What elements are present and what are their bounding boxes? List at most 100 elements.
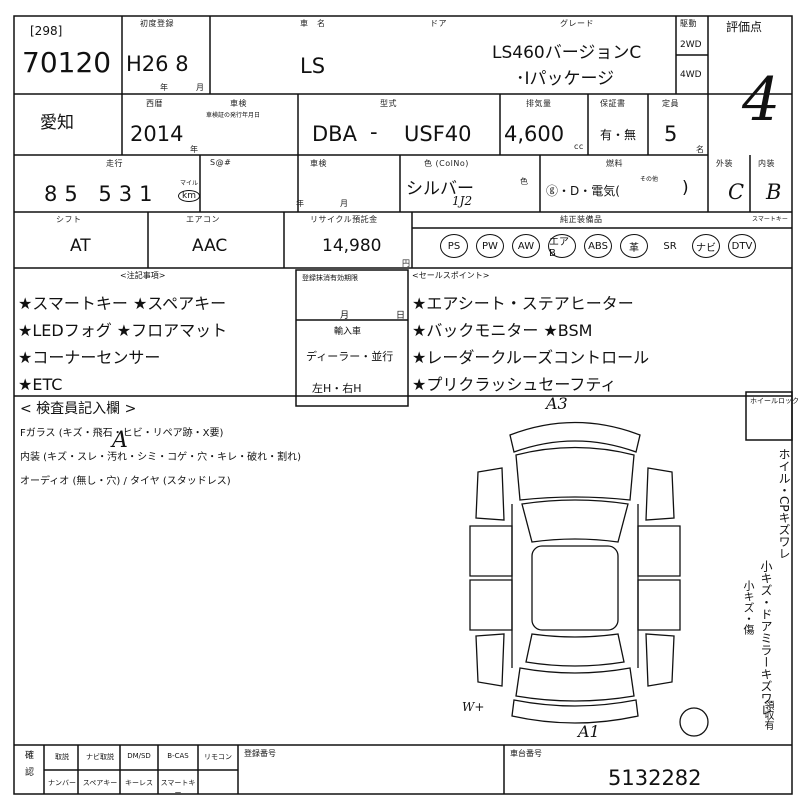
front-bumper-panel[interactable] <box>510 423 640 453</box>
diagram-mark-rear: A1 <box>578 722 600 741</box>
footer-item[interactable]: 取説 <box>55 753 69 761</box>
color-number: 1J2 <box>452 194 473 208</box>
right-note-2: 小キズ・ドアミラーキズワレ <box>759 560 773 716</box>
registration-expiry-label: 登録抹消有効期限 <box>302 274 358 282</box>
options-label: 純正装備品 <box>560 215 603 224</box>
sp-label: S@# <box>210 158 232 167</box>
front-left-door[interactable] <box>470 526 512 576</box>
lot-number: 70120 <box>22 46 112 79</box>
wheel-lock-label: ホイールロック <box>750 397 799 405</box>
car-condition-diagram <box>440 400 710 745</box>
hood-panel[interactable] <box>516 448 634 501</box>
front-left-fender[interactable] <box>476 468 504 520</box>
smartkey-label: スマートキー <box>752 216 788 223</box>
rear-window-panel[interactable] <box>526 634 624 666</box>
ac: AAC <box>192 236 228 256</box>
handle-value: 左H・右H <box>312 382 362 395</box>
front-right-door[interactable] <box>638 526 680 576</box>
shaken-note: 車検証の発行年月日 <box>206 112 261 119</box>
option-7: ナビ <box>692 234 720 258</box>
rear-right-quarter[interactable] <box>646 634 674 686</box>
capacity-label: 定員 <box>662 99 679 108</box>
trunk-panel[interactable] <box>516 668 634 701</box>
option-0: PS <box>440 234 468 258</box>
right-note-1: ホイル・CPキズワレ <box>777 448 791 560</box>
katashiki-label: 型式 <box>380 99 397 108</box>
chassis-number: 5132282 <box>608 766 702 790</box>
color-label: 色 (ColNo) <box>424 159 469 168</box>
expiry-day-unit: 日 <box>396 311 406 321</box>
caution-item: ★スマートキー ★スペアキー <box>18 294 227 313</box>
grade-line-2: ･Iパッケージ <box>516 69 615 89</box>
footer-item[interactable]: スマートキー <box>160 779 196 797</box>
windshield-panel[interactable] <box>522 500 628 542</box>
fuel-close: ) <box>682 178 689 198</box>
option-5: 革 <box>620 234 648 258</box>
option-6: SR <box>663 240 677 252</box>
inspector-title: < 検査員記入欄 > <box>20 401 137 417</box>
footer-item[interactable]: ナビ取説 <box>86 753 114 761</box>
registration-year: 2014 <box>130 122 184 146</box>
region: 愛知 <box>40 113 74 133</box>
footer-item[interactable]: ナンバー <box>48 779 76 787</box>
model-dash: - <box>370 120 378 144</box>
drive-2wd: 2WD <box>680 40 702 50</box>
footer-item[interactable]: DM/SD <box>127 752 151 760</box>
footer-item[interactable]: リモコン <box>204 753 232 761</box>
score-value: 4 <box>742 65 781 135</box>
roof-panel[interactable] <box>532 546 618 630</box>
spare-tire[interactable] <box>680 708 708 736</box>
option-2: AW <box>512 234 540 258</box>
recycle-label: リサイクル預託金 <box>310 215 378 224</box>
option-4: ABS <box>584 234 612 258</box>
shift-label: シフト <box>56 215 82 224</box>
recycle-fee: 14,980 <box>322 236 382 256</box>
capacity: 5 <box>664 122 678 146</box>
ac-label: エアコン <box>186 215 220 224</box>
model-prefix: DBA <box>312 122 357 146</box>
footer-item[interactable]: スペアキー <box>82 779 118 787</box>
shaken-label: 車検 <box>230 99 247 108</box>
drive-label: 駆動 <box>680 19 697 28</box>
sales-item: ★エアシート・ステアヒーター <box>412 294 634 313</box>
rear-left-quarter[interactable] <box>476 634 504 686</box>
first-reg-label: 初度登録 <box>140 19 174 28</box>
rear-right-door[interactable] <box>638 580 680 630</box>
sales-list: ★エアシート・ステアヒーター ★バックモニター ★BSM ★レーダークルーズコン… <box>412 290 649 398</box>
footer-item[interactable]: キーレス <box>125 779 153 787</box>
seireki-label: 西暦 <box>146 99 163 108</box>
warranty-label: 保証書 <box>600 99 626 108</box>
rear-bumper-panel[interactable] <box>512 700 638 723</box>
diagram-mark-front: A3 <box>546 394 568 413</box>
sales-item: ★レーダークルーズコントロール <box>412 348 650 367</box>
interior-label: 内装 <box>758 159 775 168</box>
mileage: 85 531 <box>44 182 160 206</box>
footer-check-label: 確認 <box>23 750 33 784</box>
front-right-fender[interactable] <box>646 468 674 520</box>
caution-item: ★コーナーセンサー <box>18 348 161 367</box>
diagram-mark-left: W+ <box>462 700 485 714</box>
capacity-unit: 名 <box>696 145 705 154</box>
displacement: 4,600 <box>504 122 565 146</box>
mileage-label: 走行 <box>106 159 123 168</box>
option-1: PW <box>476 234 504 258</box>
chassis-number-label: 車台番号 <box>510 749 542 758</box>
caution-item: ★ETC <box>18 375 63 394</box>
sales-label: <セールスポイント> <box>412 271 490 280</box>
inspection-month-unit: 月 <box>340 199 349 208</box>
displacement-label: 排気量 <box>526 99 552 108</box>
right-note-3: 小キズ・傷 <box>742 580 755 635</box>
inspector-line-1: Fガラス (キズ・飛石・ヒビ・リペア跡・X要) <box>20 428 224 439</box>
footer-item[interactable]: B-CAS <box>167 752 189 760</box>
km-unit: km <box>178 190 200 202</box>
interior-grade: B <box>766 180 782 204</box>
car-name-label: 車 名 <box>300 19 326 28</box>
fuel-label: 燃料 <box>606 159 623 168</box>
import-value: ディーラー・並行 <box>306 350 394 363</box>
caution-list: ★スマートキー ★スペアキー ★LEDフォグ ★フロアマット ★コーナーセンサー… <box>18 290 227 398</box>
rear-left-door[interactable] <box>470 580 512 630</box>
car-name: LS <box>300 54 326 78</box>
warranty-value: 有・無 <box>600 128 637 142</box>
